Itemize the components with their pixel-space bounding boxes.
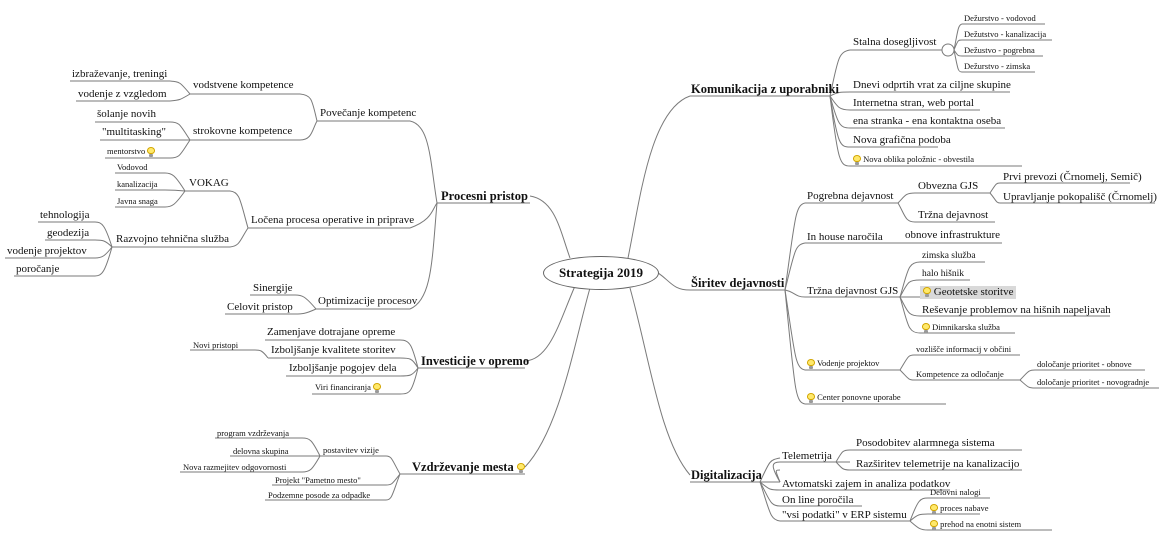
node-vzdrzevanje-mesta[interactable]: Vzdrževanje mesta [412, 461, 525, 474]
node-siritev-dejavnosti[interactable]: Širitev dejavnosti [691, 276, 785, 290]
node-pogrebna-dejavnost[interactable]: Pogrebna dejavnost [807, 190, 894, 202]
root-node[interactable]: Strategija 2019 [543, 256, 659, 290]
node-dolocanje-obnove[interactable]: določanje prioritet - obnove [1037, 359, 1132, 369]
node-trzna-dejavnost-gjs[interactable]: Tržna dejavnost GJS [807, 285, 899, 297]
node-ena-stranka[interactable]: ena stranka - ena kontaktna oseba [853, 115, 1002, 127]
node-novi-pristopi[interactable]: Novi pristopi [193, 340, 239, 350]
node-multitasking[interactable]: "multitasking" [102, 126, 166, 138]
node-prehod-label: prehod na enotni sistem [940, 519, 1022, 529]
lightbulb-icon [373, 383, 382, 394]
node-postavitev-vizije[interactable]: postavitev vizije [323, 445, 379, 455]
lightbulb-icon [807, 359, 815, 370]
node-optimizacija[interactable]: Optimizacije procesov [318, 295, 418, 307]
node-vodenje-projektov[interactable]: vodenje projektov [7, 245, 87, 257]
lightbulb-icon [516, 463, 525, 474]
node-geotetske-label: Geotetske storitve [933, 286, 1014, 298]
node-zimska-sluzba[interactable]: zimska služba [922, 251, 976, 261]
node-upravljanje-pokopalisc[interactable]: Upravljanje pokopališč (Črnomelj) [1003, 191, 1157, 203]
node-in-house-narocila[interactable]: In house naročila [807, 231, 883, 243]
node-center-ponovne-uporabe[interactable]: Center ponovne uporabe [807, 392, 901, 404]
node-telemetrija[interactable]: Telemetrija [782, 450, 832, 462]
node-geodezija[interactable]: geodezija [47, 227, 90, 239]
node-vozlisce-informacij[interactable]: vozlišče informacij v občini [916, 344, 1012, 354]
node-viri-financiranja-label: Viri financiranja [315, 382, 371, 392]
node-podzemne-posode[interactable]: Podzemne posode za odpadke [268, 490, 371, 500]
node-avtomatski-zajem[interactable]: Avtomatski zajem in analiza podatkov [782, 478, 951, 490]
node-prehod-na-enotni[interactable]: prehod na enotni sistem [930, 519, 1022, 531]
node-program-vzdrzevanja[interactable]: program vzdrževanja [217, 428, 289, 438]
node-dezurstvo-kanalizacija[interactable]: Dežutstvo - kanalizacija [964, 29, 1047, 39]
node-resevanje-problemov[interactable]: Reševanje problemov na hišnih napeljavah [922, 304, 1111, 316]
node-dezurstvo-pogrebna[interactable]: Dežustvo - pogrebna [964, 45, 1035, 55]
node-stalna-dosegljivost[interactable]: Stalna dosegljivost [853, 36, 937, 48]
node-izobrazevanje[interactable]: izbraževanje, treningi [72, 68, 168, 80]
lightbulb-icon [930, 520, 938, 531]
node-nova-oblika-label: Nova oblika položnic - obvestila [863, 154, 975, 164]
node-javna-snaga[interactable]: Javna snaga [117, 196, 158, 206]
node-online-porocila[interactable]: On line poročila [782, 494, 854, 506]
node-viri-financiranja[interactable]: Viri financiranja [315, 382, 382, 394]
lightbulb-icon [147, 147, 156, 158]
node-geotetske-storitve[interactable]: Geotetske storitve [920, 286, 1017, 299]
node-halo-hisnik[interactable]: halo hišnik [922, 269, 964, 279]
node-digitalizacija[interactable]: Digitalizacija [691, 468, 762, 482]
node-obvezna-gjs[interactable]: Obvezna GJS [918, 180, 979, 192]
node-kompetence-za-odlocanje[interactable]: Kompetence za odločanje [916, 369, 1004, 379]
node-solanje-novih[interactable]: šolanje novih [97, 108, 156, 120]
node-dimnikarska-sluzba[interactable]: Dimnikarska služba [922, 322, 1000, 334]
lightbulb-icon [853, 155, 861, 166]
node-dezurstvo-zimska[interactable]: Dežurstvo - zimska [964, 61, 1031, 71]
node-zamenjave[interactable]: Zamenjave dotrajane opreme [267, 326, 396, 338]
node-projekt-pametno-mesto[interactable]: Projekt "Pametno mesto" [275, 475, 361, 485]
lightbulb-icon [923, 287, 931, 298]
node-porocanje[interactable]: poročanje [16, 263, 60, 275]
node-center-label: Center ponovne uporabe [817, 392, 901, 402]
node-dezurstvo-vodovod[interactable]: Dežurstvo - vodovod [964, 13, 1036, 23]
node-graficna-podoba[interactable]: Nova grafična podoba [853, 134, 951, 146]
node-prvi-prevozi[interactable]: Prvi prevozi (Črnomelj, Semič) [1003, 171, 1142, 183]
node-obnove-infrastrukture[interactable]: obnove infrastrukture [905, 229, 1000, 241]
node-izboljsanje-pogojev[interactable]: Izboljšanje pogojev dela [289, 362, 397, 374]
node-investicije[interactable]: Investicije v opremo [421, 354, 530, 368]
node-vodenje-projektov-right[interactable]: Vodenje projektov [807, 358, 880, 370]
node-tehnologija[interactable]: tehnologija [40, 209, 90, 221]
node-razsiritev-telemetrije[interactable]: Razširitev telemetrije na kanalizacijo [856, 458, 1020, 470]
lightbulb-icon [930, 504, 938, 515]
node-dolocanje-novogradnje[interactable]: določanje prioritet - novogradnje [1037, 377, 1150, 387]
node-mentorstvo-label: mentorstvo [107, 146, 146, 156]
node-vokag[interactable]: VOKAG [189, 177, 229, 189]
node-sinergije[interactable]: Sinergije [253, 282, 293, 294]
node-procesni-pristop[interactable]: Procesni pristop [441, 189, 528, 203]
node-razvojno-tehnicna[interactable]: Razvojno tehnična služba [116, 233, 230, 245]
lightbulb-icon [807, 393, 815, 404]
node-celovit-pristop[interactable]: Celovit pristop [227, 301, 293, 313]
node-kanalizacija[interactable]: kanalizacija [117, 179, 158, 189]
node-posodobitev-alarmnega[interactable]: Posodobitev alarmnega sistema [856, 437, 995, 449]
node-internetna-stran[interactable]: Internetna stran, web portal [853, 97, 974, 109]
node-komunikacija[interactable]: Komunikacija z uporabniki [691, 82, 839, 96]
node-proces-nabave-label: proces nabave [940, 503, 989, 513]
node-delovni-nalogi[interactable]: Delovni nalogi [930, 487, 981, 497]
lightbulb-icon [922, 323, 930, 334]
node-locena-procesa[interactable]: Ločena procesa operative in priprave [251, 214, 415, 226]
node-nova-razmejitev[interactable]: Nova razmejitev odgovornosti [183, 462, 287, 472]
node-mentorstvo[interactable]: mentorstvo [107, 146, 156, 158]
node-izboljsanje-kvalitete[interactable]: Izboljšanje kvalitete storitev [271, 344, 396, 356]
node-vsi-podatki-erp[interactable]: "vsi podatki" v ERP sistemu [782, 509, 907, 521]
node-proces-nabave[interactable]: proces nabave [930, 503, 989, 515]
node-strokovne-kompetence[interactable]: strokovne kompetence [193, 125, 293, 137]
node-nova-oblika-poloznic[interactable]: Nova oblika položnic - obvestila [853, 154, 975, 166]
node-dnevi-odprtih-vrat[interactable]: Dnevi odprtih vrat za ciljne skupine [853, 79, 1011, 91]
node-delovna-skupina[interactable]: delovna skupina [233, 446, 289, 456]
node-vodstvene-kompetence[interactable]: vodstvene kompetence [193, 79, 294, 91]
node-trzna-dejavnost[interactable]: Tržna dejavnost [918, 209, 989, 221]
node-vodenje-z-zgledom[interactable]: vodenje z vzgledom [78, 88, 167, 100]
node-dimnikarska-label: Dimnikarska služba [932, 322, 1000, 332]
node-vodenje-projektov-label: Vodenje projektov [816, 358, 880, 368]
node-vodovod[interactable]: Vodovod [117, 162, 148, 172]
node-povecanje-kompetenc[interactable]: Povečanje kompetenc [320, 107, 417, 119]
node-vzdrzevanje-label: Vzdrževanje mesta [412, 460, 514, 474]
